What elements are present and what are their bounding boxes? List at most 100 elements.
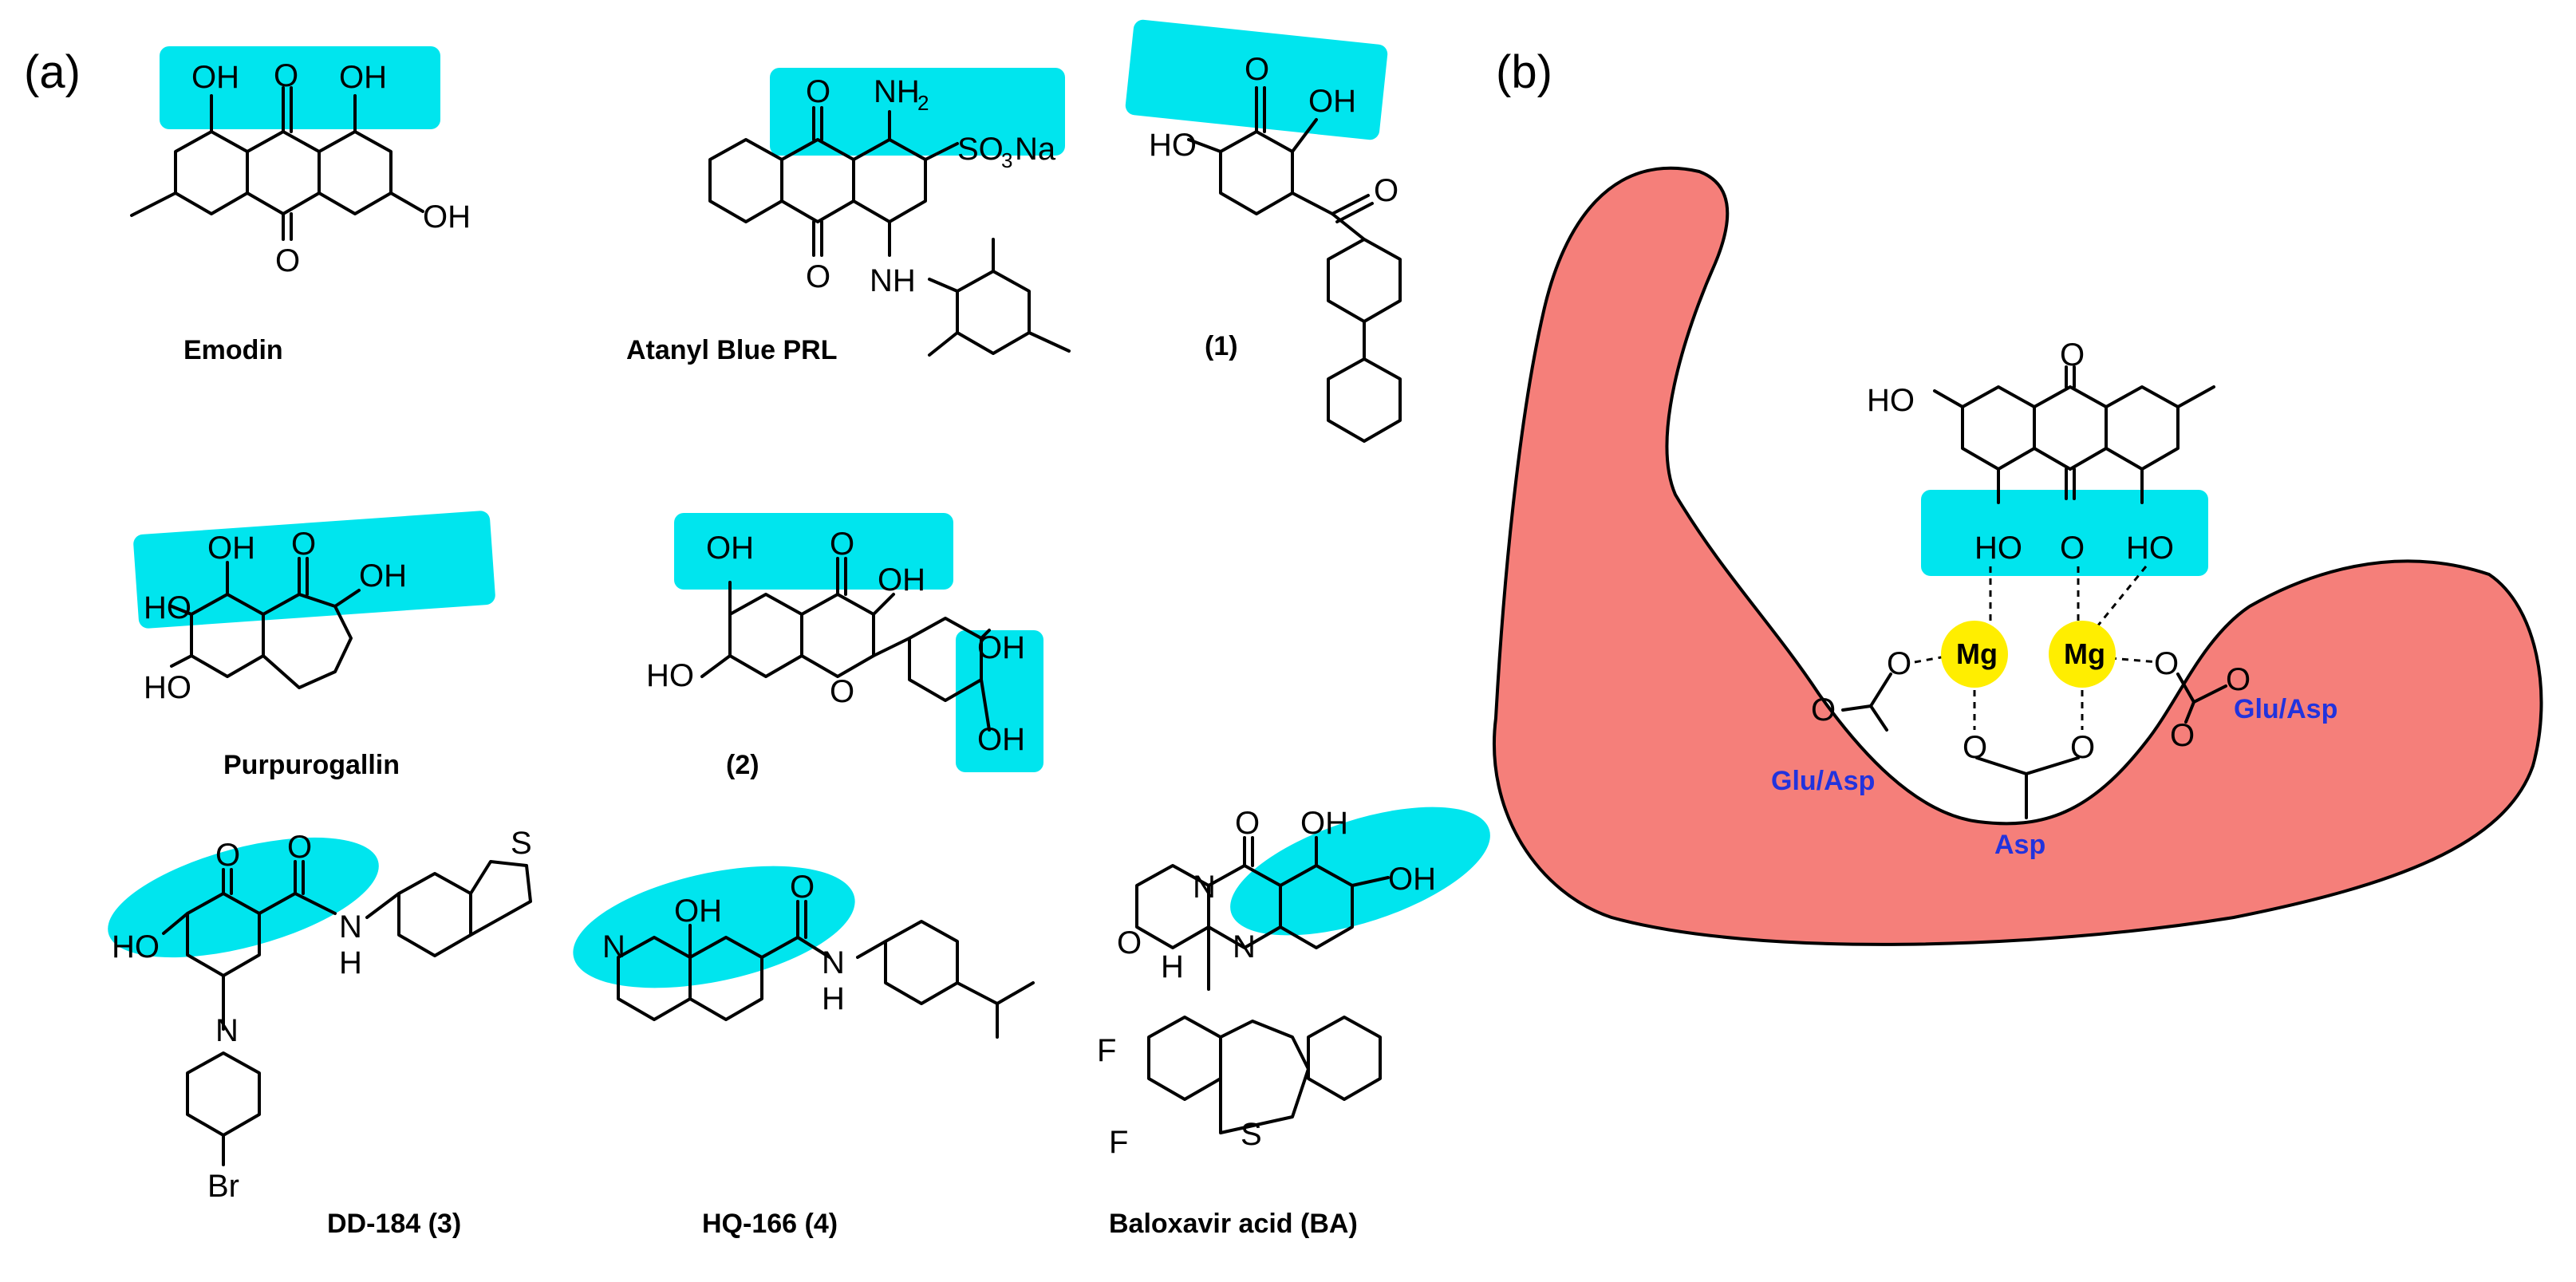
atom-label: N (602, 929, 625, 964)
panel-b-binding-site: Mg Mg O HO HO O HO O O O O O O O Glu/Asp… (1493, 166, 2543, 946)
atom-label: N (1233, 929, 1256, 964)
chelating-highlight (1125, 19, 1388, 140)
compound-name: Purpurogallin (223, 750, 400, 780)
compound-name: (2) (726, 750, 759, 780)
atom-label: Br (207, 1169, 239, 1204)
atom-label: O (2226, 662, 2251, 697)
atom-label: O (287, 830, 312, 865)
chelating-highlight (108, 837, 379, 958)
panel-label-a: (a) (24, 46, 81, 98)
compound-emodin: OH O OH OH O Emodin (130, 46, 471, 365)
atom-label: OH (977, 722, 1025, 757)
residue-label: Asp (1994, 830, 2045, 860)
atom-label: O (1963, 730, 1987, 765)
protein-pocket (1493, 166, 2543, 946)
atom-label: O (215, 838, 240, 873)
hq166-structure (617, 900, 1035, 1039)
atom-label: H (339, 945, 362, 980)
emodin-structure (130, 86, 424, 241)
emodin-bound-structure (1933, 365, 2215, 504)
atom-label: Na (1015, 132, 1056, 167)
atom-label: O (2070, 730, 2095, 765)
atom-label: HO (646, 658, 694, 693)
compound-purpurogallin: OH O HO OH HO Purpurogallin (133, 511, 495, 780)
atom-label: O (275, 243, 300, 278)
atom-label: HO (144, 590, 191, 625)
chelating-highlight (956, 630, 1043, 772)
atom-label: O (1374, 173, 1398, 208)
atom-label: HO (112, 929, 160, 964)
atom-label: OH (207, 531, 255, 566)
compound-1-structure (1187, 86, 1402, 443)
metal-ion (2049, 621, 2116, 688)
atom-label: NH (874, 74, 920, 109)
chelating-highlight (674, 513, 953, 590)
chelating-highlight (160, 46, 440, 129)
compound-1: HO O OH O (1) (1125, 19, 1402, 443)
atom-label: H (822, 981, 845, 1016)
atom-label: N (339, 909, 362, 945)
chelating-highlight (133, 511, 495, 629)
metal-label: Mg (1956, 637, 1998, 670)
metal-label: Mg (2064, 637, 2105, 670)
atom-subscript: 3 (1001, 148, 1012, 172)
compound-name: (1) (1205, 331, 1238, 361)
atom-label: OH (191, 60, 239, 95)
atom-label: OH (423, 199, 471, 235)
atom-label: S (511, 826, 532, 861)
chelating-highlight (1921, 490, 2208, 576)
atom-label: OH (674, 893, 722, 929)
atom-label: HO (1867, 383, 1915, 418)
atom-label: SO (957, 132, 1004, 167)
atom-label: O (1117, 925, 1142, 961)
compound-name: HQ-166 (4) (702, 1209, 838, 1239)
atom-label: O (274, 58, 298, 93)
atom-label: OH (977, 630, 1025, 665)
residue-label: Glu/Asp (1771, 766, 1875, 796)
atom-label: NH (870, 263, 916, 298)
atom-label: O (830, 527, 854, 562)
atom-label: S (1241, 1117, 1262, 1152)
chelating-highlight (573, 866, 855, 988)
atom-subscript: 2 (917, 91, 929, 115)
panel-label-b: (b) (1496, 46, 1552, 98)
dd184-structure (162, 860, 532, 1166)
atom-label: O (2170, 718, 2195, 753)
residue-label: Glu/Asp (2234, 694, 2337, 724)
atom-label: O (291, 527, 316, 562)
metal-ion (1941, 621, 2008, 688)
atom-label: O (830, 674, 854, 709)
atom-label: OH (359, 558, 407, 594)
compound-name: Baloxavir acid (BA) (1109, 1209, 1358, 1239)
atom-label: HO (1149, 128, 1197, 163)
atom-label: O (2154, 646, 2179, 681)
atanyl-structure (708, 106, 1071, 357)
atom-label: O (806, 259, 830, 294)
compound-name: Atanyl Blue PRL (626, 335, 837, 365)
compound-atanyl-blue-prl: NH 2 SO 3 Na O O NH Atanyl Blue PRL (626, 68, 1071, 365)
compound-name: DD-184 (3) (327, 1209, 461, 1239)
atom-label: O (1887, 646, 1911, 681)
atom-label: O (806, 74, 830, 109)
compound-2: OH O OH HO O OH OH (2) (646, 513, 1043, 780)
atom-label: O (1245, 52, 1269, 87)
atom-label: HO (2126, 531, 2174, 566)
purpurogallin-structure (170, 557, 361, 689)
compound-2-structure (700, 557, 991, 732)
compound-hq166: OH O N N H HQ-166 (4) (573, 866, 1035, 1239)
atom-label: O (1811, 692, 1836, 728)
atom-label: O (2060, 531, 2085, 566)
atom-label: N (822, 945, 845, 980)
atom-label: OH (1300, 806, 1348, 841)
atom-label: OH (339, 60, 387, 95)
carboxylate-ligands (1841, 673, 2227, 819)
atom-label: OH (1308, 84, 1356, 119)
compound-dd184: O O HO N H N S Br DD-184 (3) (108, 826, 532, 1239)
atom-label: HO (144, 670, 191, 705)
chelating-highlight (770, 68, 1065, 156)
atom-label: N (1193, 870, 1216, 905)
baloxavir-structure (1135, 836, 1390, 1134)
atom-label: OH (878, 562, 925, 598)
atom-label: F (1097, 1033, 1116, 1068)
